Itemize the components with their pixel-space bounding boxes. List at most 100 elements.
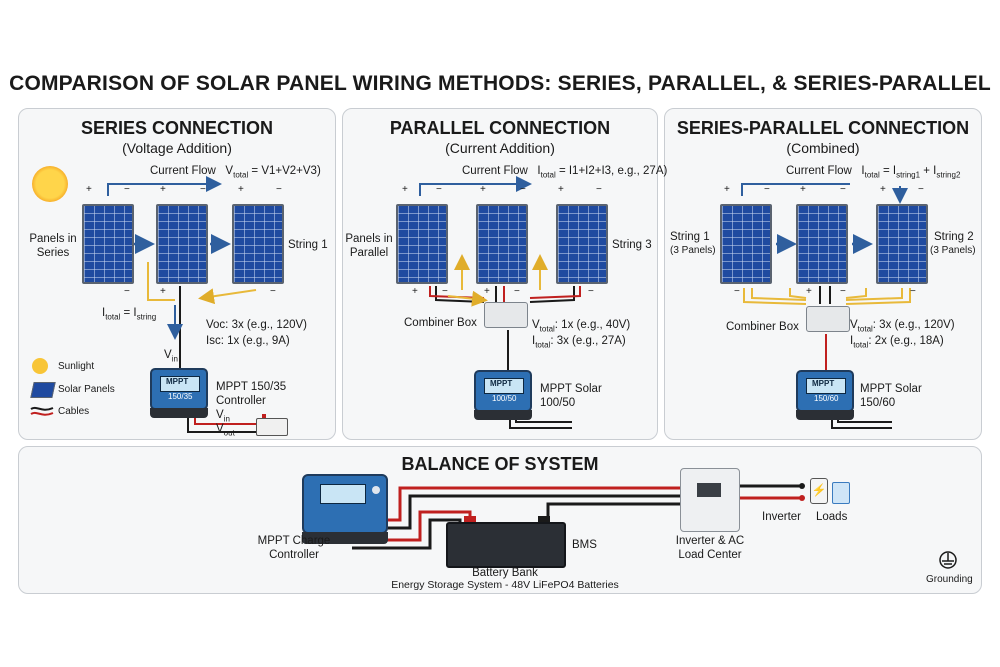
- series-solar-panel-3: [232, 204, 284, 284]
- series-minus-sign: −: [200, 184, 206, 195]
- series-parallel-plus-sign: +: [880, 184, 886, 195]
- parallel-minus-sign: −: [436, 184, 442, 195]
- page-title: COMPARISON OF SOLAR PANEL WIRING METHODS…: [9, 72, 991, 95]
- battery-terminal-icon: [262, 414, 266, 418]
- parallel-plus-sign: +: [412, 286, 418, 297]
- series-parallel-minus-sign: −: [764, 184, 770, 195]
- bos-mppt-label: MPPT Charge Controller: [257, 535, 331, 561]
- balance-of-system-section: [18, 446, 982, 594]
- bos-mppt-terminals: [302, 532, 388, 544]
- series-minus-sign: −: [270, 286, 276, 297]
- series-parallel-plus-sign: +: [806, 286, 812, 297]
- legend-cables: Cables: [58, 406, 90, 417]
- parallel-solar-panel-1: [396, 204, 448, 284]
- loads-label: Loads: [816, 511, 848, 523]
- legend-sunlight: Sunlight: [58, 361, 95, 372]
- loads-plug-icon: ⚡: [810, 478, 828, 504]
- series-parallel-subheading: (Combined): [786, 140, 860, 156]
- series-parallel-combiner-box: [806, 306, 850, 332]
- series-minus-sign: −: [276, 184, 282, 195]
- series-parallel-current-line: Itotal: 2x (e.g., 18A): [850, 335, 944, 350]
- parallel-minus-sign: −: [520, 184, 526, 195]
- series-parallel-solar-panel-3: [876, 204, 928, 284]
- battery-icon: [256, 418, 288, 436]
- series-parallel-heading: SERIES-PARALLEL CONNECTION: [676, 118, 970, 138]
- series-parallel-controller-label: MPPT Solar 150/60: [860, 383, 922, 409]
- parallel-mppt-controller: MPPT 100/50: [474, 370, 532, 420]
- cables-legend-icon: [30, 406, 54, 416]
- series-vin-label: Vin: [164, 349, 178, 364]
- parallel-current-flow-label: Current Flow Itotal = I1+I2+I3, e.g., 27…: [462, 165, 668, 180]
- series-parallel-plus-sign: +: [724, 184, 730, 195]
- parallel-minus-sign: −: [596, 184, 602, 195]
- series-parallel-voltage-line: Vtotal: 3x (e.g., 120V): [850, 319, 955, 334]
- legend-solar-panels: Solar Panels: [58, 384, 115, 395]
- parallel-minus-sign: −: [588, 286, 594, 297]
- series-parallel-solar-panel-1: [720, 204, 772, 284]
- series-parallel-minus-sign: −: [910, 286, 916, 297]
- series-isc: Isc: 1x (e.g., 9A): [206, 335, 290, 347]
- bos-mppt-button: [372, 486, 380, 494]
- series-minus-sign: −: [124, 286, 130, 297]
- parallel-plus-sign: +: [402, 184, 408, 195]
- series-panels-label: Panels in Series: [29, 233, 77, 259]
- series-parallel-minus-sign: −: [840, 286, 846, 297]
- series-solar-panel-2: [156, 204, 208, 284]
- series-parallel-string2-label: String 2: [934, 231, 974, 243]
- sun-icon: [32, 166, 68, 202]
- bos-mppt-controller: [302, 474, 388, 544]
- series-current-equation: Itotal = Istring: [102, 307, 157, 322]
- series-mppt-screen-text: MPPT: [166, 377, 189, 386]
- parallel-subheading: (Current Addition): [445, 140, 555, 156]
- parallel-controller-label: MPPT Solar 100/50: [540, 383, 602, 409]
- bms-label: BMS: [572, 539, 597, 551]
- series-parallel-string1-note: (3 Panels): [670, 245, 716, 256]
- series-plus-sign: +: [238, 184, 244, 195]
- series-parallel-combiner-label: Combiner Box: [726, 321, 799, 333]
- series-heading: SERIES CONNECTION: [80, 118, 274, 138]
- series-mppt-controller: MPPT 150/35: [150, 368, 208, 418]
- bos-heading: BALANCE OF SYSTEM: [401, 454, 599, 474]
- parallel-solar-panel-2: [476, 204, 528, 284]
- series-parallel-mppt-model: 150/60: [814, 394, 839, 403]
- parallel-plus-sign: +: [480, 184, 486, 195]
- series-parallel-mppt-screen-text: MPPT: [812, 379, 835, 388]
- series-controller-label-2: Controller: [216, 395, 266, 407]
- series-string-label: String 1: [288, 239, 328, 251]
- series-current-flow-label: Current Flow Vtotal = V1+V2+V3): [150, 165, 321, 180]
- series-voc: Voc: 3x (e.g., 120V): [206, 319, 308, 331]
- parallel-heading: PARALLEL CONNECTION: [389, 118, 611, 138]
- parallel-minus-sign: −: [514, 286, 520, 297]
- loads-appliance-icon: [832, 482, 850, 504]
- parallel-voltage-line: Vtotal: 1x (e.g., 40V): [532, 319, 631, 334]
- sunlight-legend-icon: [32, 358, 48, 374]
- bos-mppt-screen: [320, 484, 366, 504]
- parallel-mppt-model: 100/50: [492, 394, 517, 403]
- series-parallel-string1-label: String 1: [670, 231, 710, 243]
- battery-positive-terminal: [464, 516, 476, 522]
- parallel-current-line: Itotal: 3x (e.g., 27A): [532, 335, 626, 350]
- series-parallel-minus-sign: −: [918, 184, 924, 195]
- series-mppt-model: 150/35: [168, 392, 193, 401]
- parallel-string-label: String 3: [612, 239, 652, 251]
- series-parallel-solar-panel-2: [796, 204, 848, 284]
- grounding-label: Grounding: [926, 574, 973, 585]
- series-parallel-current-flow-label: Current Flow Itotal = Istring1 + Istring…: [786, 165, 961, 180]
- solar-panel-legend-icon: [30, 382, 56, 398]
- parallel-solar-panel-3: [556, 204, 608, 284]
- parallel-plus-sign: +: [558, 184, 564, 195]
- inverter-label: Inverter: [762, 511, 801, 523]
- series-controller-label-1: MPPT 150/35: [216, 381, 287, 393]
- inverter-ac-label: Inverter & AC Load Center: [675, 535, 745, 561]
- series-vin2-label: Vin: [216, 409, 230, 424]
- battery-negative-terminal: [538, 516, 550, 522]
- parallel-combiner-label: Combiner Box: [404, 317, 477, 329]
- parallel-mppt-screen-text: MPPT: [490, 379, 513, 388]
- series-plus-sign: +: [160, 184, 166, 195]
- parallel-panels-label: Panels in Parallel: [345, 233, 393, 259]
- series-plus-sign: +: [86, 184, 92, 195]
- series-parallel-minus-sign: −: [734, 286, 740, 297]
- series-parallel-minus-sign: −: [840, 184, 846, 195]
- inverter-unit: [680, 468, 740, 532]
- series-parallel-mppt-controller: MPPT 150/60: [796, 370, 854, 420]
